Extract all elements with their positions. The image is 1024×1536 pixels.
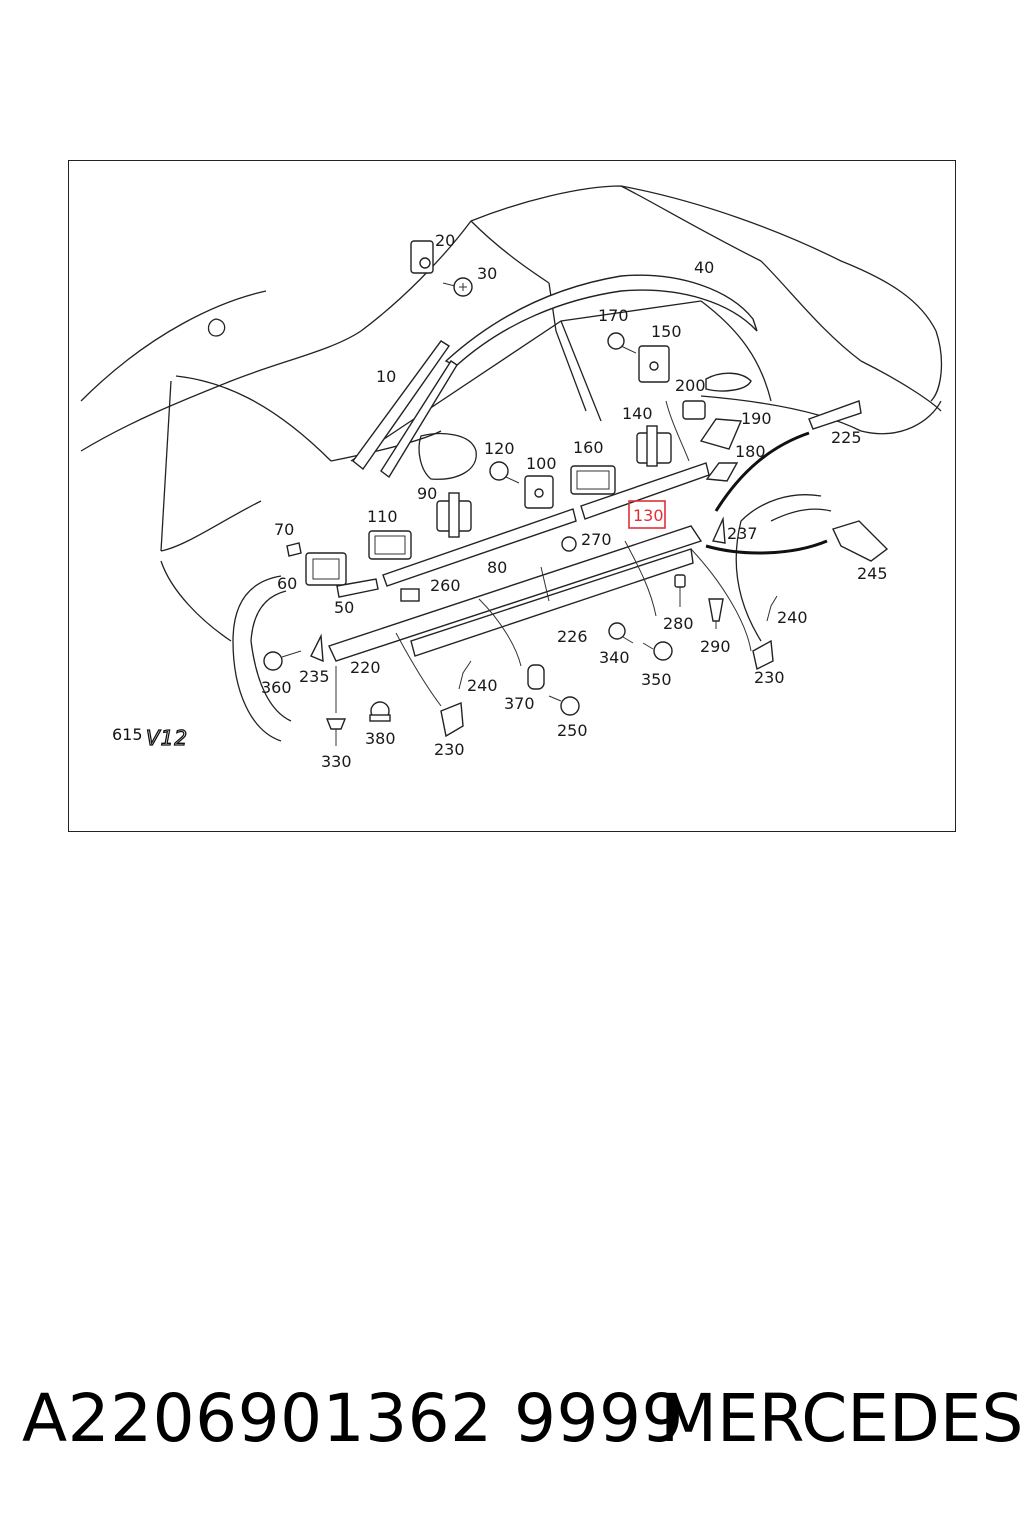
fastener-part-340 [608,622,634,644]
callout-330: 330 [321,752,352,771]
callout-100: 100 [526,454,557,473]
clip-part-240-left [458,660,472,690]
a-pillar-trim [352,340,458,479]
callout-90: 90 [417,484,437,503]
fastener-part-250 [548,695,580,716]
callout-360: 360 [261,678,292,697]
callout-labels: 10 20 30 40 50 60 70 80 90 100 110 120 1… [261,231,888,771]
callout-30: 30 [477,264,497,283]
callout-270: 270 [581,530,612,549]
callout-230-right: 230 [754,668,785,687]
highlight-box [628,500,666,529]
door-moulding-strips [336,462,710,598]
fastener-part-370 [527,664,545,690]
door-handle-200 [682,372,752,420]
callout-60: 60 [277,574,297,593]
callout-290: 290 [700,637,731,656]
callout-350: 350 [641,670,672,689]
callout-70: 70 [274,520,294,539]
clip-part-60 [305,552,347,586]
callout-220: 220 [350,658,381,677]
cover-part-230-right [752,639,774,671]
callout-120: 120 [484,439,515,458]
callout-240-right: 240 [777,608,808,627]
callout-20: 20 [435,231,455,250]
callout-170: 170 [598,306,629,325]
callout-380: 380 [365,729,396,748]
fastener-part-360 [263,650,302,671]
callout-237: 237 [727,524,758,543]
rear-trim-225 [808,400,862,430]
callout-226: 226 [557,627,588,646]
brand-name: MERCEDES [660,1380,1024,1457]
clip-part-240-right [766,595,778,622]
clip-part-260 [400,588,420,602]
fastener-part-290 [708,598,724,629]
part-number: A2206901362 9999 [22,1380,685,1457]
callout-40: 40 [694,258,714,277]
parts-diagram: 10 20 30 40 50 60 70 80 90 100 110 120 1… [80,185,943,771]
clip-part-140 [636,425,672,467]
bracket-part-235 [310,516,726,663]
callout-150: 150 [651,322,682,341]
clip-part-90 [436,492,472,538]
callout-225: 225 [831,428,862,447]
fastener-part-330 [325,666,347,746]
callout-370: 370 [504,694,535,713]
fastener-part-350 [642,641,673,661]
callout-200: 200 [675,376,706,395]
callout-50: 50 [334,598,354,617]
fastener-part-380 [369,701,391,722]
callout-250: 250 [557,721,588,740]
parts-diagram-frame: 10 20 30 40 50 60 70 80 90 100 110 120 1… [68,160,956,832]
callout-130: 130 [633,506,664,525]
callout-80: 80 [487,558,507,577]
cover-part-230-left [440,701,464,738]
callout-190: 190 [741,409,772,428]
callout-240-left: 240 [467,676,498,695]
screw-part-170 [607,332,637,354]
clip-part-100 [524,475,554,509]
clip-part-160 [570,465,616,495]
screw-part-30 [442,277,473,297]
callout-140: 140 [622,404,653,423]
leader-arrows [395,400,828,707]
clip-part-190 [699,418,743,482]
screw-part-120 [489,461,520,484]
model-code: 615 [112,725,143,744]
callout-160: 160 [573,438,604,457]
sill-panel-220 [328,525,703,662]
roof-trim-strip [444,274,758,367]
callout-280: 280 [663,614,694,633]
product-footer: A2206901362 9999 MERCEDES [0,1380,1024,1470]
callout-110: 110 [367,507,398,526]
callout-260: 260 [430,576,461,595]
clip-part-20 [410,240,434,274]
callout-180: 180 [735,442,766,461]
callout-340: 340 [599,648,630,667]
callout-230-left: 230 [434,740,465,759]
rear-bracket-245 [832,520,889,562]
clip-part-110 [368,530,412,560]
callout-235: 235 [299,667,330,686]
clip-part-270 [561,536,577,552]
clip-part-150 [638,345,670,383]
clip-part-70 [286,542,302,557]
car-body-outline [80,185,943,742]
callout-245: 245 [857,564,888,583]
callout-10: 10 [376,367,396,386]
fastener-part-280 [674,574,686,607]
model-badge: V12 [146,726,188,750]
